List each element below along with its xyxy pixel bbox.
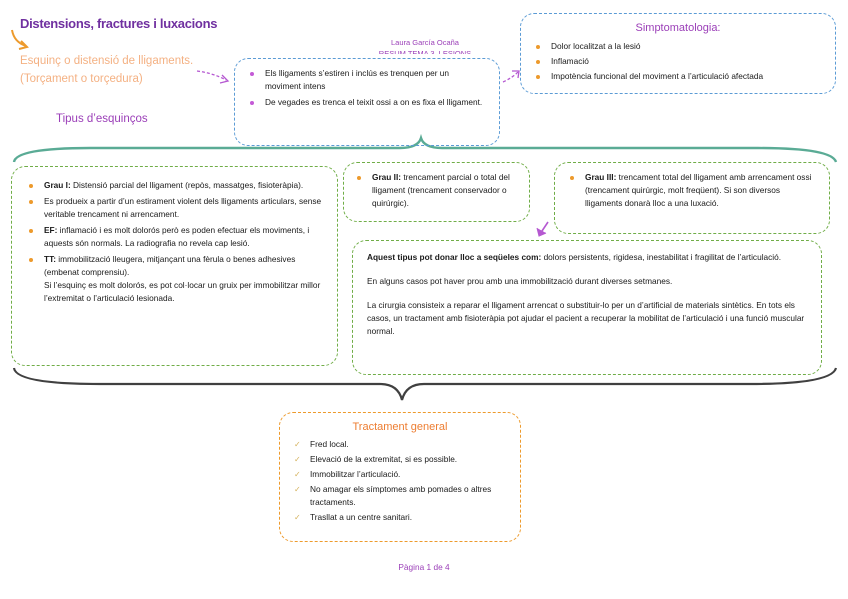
author-block: Laura García Ocaña RESUM TEMA 3. LESIONS — [350, 37, 500, 54]
list-item: ✓ Trasllat a un centre sanitari. — [294, 512, 413, 522]
check-icon: ✓ — [294, 485, 301, 494]
bullet-icon — [250, 101, 254, 105]
subtitle-line2: (Torçament o torçedura) — [20, 73, 143, 85]
bullet-icon — [250, 72, 254, 76]
sequeles-paragraph-2: En alguns casos pot haver prou amb una i… — [367, 276, 673, 286]
check-icon: ✓ — [294, 440, 301, 449]
page-number: Pàgina 1 de 4 — [398, 562, 450, 572]
bullet-icon — [29, 184, 33, 188]
arrowhead-sequeles — [536, 227, 547, 237]
tractament-box: Tractament general ✓ Fred local. ✓ Eleva… — [279, 412, 521, 542]
lligaments-box: Els lligaments s’estiren i inclús es tre… — [234, 58, 500, 146]
bullet-icon — [536, 45, 540, 49]
list-item: Els lligaments s’estiren i inclús es tre… — [247, 67, 487, 93]
list-item: ✓ Elevació de la extremitat, si es possi… — [294, 454, 458, 464]
bottom-brace — [12, 367, 838, 401]
ef-label: EF: — [44, 225, 58, 235]
arrow-to-lligaments — [196, 70, 227, 81]
title-arrowhead — [18, 40, 29, 50]
grau3-box: Grau III: trencament total del lligament… — [554, 162, 830, 234]
grau1-box: Grau I: Distensió parcial del lligament … — [11, 166, 338, 366]
bullet-icon — [536, 60, 540, 64]
page-title: Distensions, fractures i luxacions — [20, 16, 218, 31]
bullet-icon — [570, 176, 574, 180]
list-item: ✓ Immobilitzar l’articulació. — [294, 469, 401, 479]
sequeles-paragraph: Aquest tipus pot donar lloc a seqüeles c… — [367, 252, 782, 262]
list-item: ✓ Fred local. — [294, 439, 349, 449]
bullet-icon — [536, 75, 540, 79]
arrow-to-symptoms — [502, 71, 519, 83]
sequeles-paragraph-3: La cirurgia consisteix a reparar el llig… — [367, 300, 805, 336]
document-header: RESUM TEMA 3. LESIONS — [378, 49, 472, 54]
arrowhead-symptoms — [512, 70, 520, 79]
list-item: Grau III: trencament total del lligament… — [567, 171, 817, 210]
list-item: Inflamació — [533, 55, 823, 68]
simptomatologia-heading: Simptomatologia: — [635, 22, 721, 34]
grau3-label: Grau III: — [585, 172, 617, 182]
list-item: ✓ No amagar els símptomes amb pomades o … — [294, 484, 492, 507]
check-icon: ✓ — [294, 470, 301, 479]
top-brace — [12, 133, 838, 163]
list-item: TT: immobilització lleugera, mitjançant … — [26, 253, 323, 305]
sequeles-label: Aquest tipus pot donar lloc a seqüeles c… — [367, 252, 542, 262]
bullet-icon — [29, 258, 33, 262]
tt-label: TT: — [44, 254, 56, 264]
list-item: Dolor localitzat a la lesió — [533, 40, 823, 53]
list-item: Es produeix a partir d’un estirament vio… — [26, 195, 323, 221]
grau2-box: Grau II: trencament parcial o total del … — [343, 162, 530, 222]
grau2-label: Grau II: — [372, 172, 402, 182]
simptomatologia-box: Simptomatologia: Dolor localitzat a la l… — [520, 13, 836, 94]
bullet-icon — [357, 176, 361, 180]
author-name: Laura García Ocaña — [391, 38, 459, 47]
subtitle: Esquinç o distensió de lligaments. (Torç… — [20, 52, 193, 88]
list-item: EF: inflamació i es molt dolorós però es… — [26, 224, 323, 250]
tt-extra: Si l’esquinç es molt dolorós, es pot col… — [44, 280, 321, 303]
list-item: Impotència funcional del moviment a l’ar… — [533, 70, 823, 83]
tractament-heading: Tractament general — [352, 421, 448, 433]
arrowhead-lligaments — [219, 74, 230, 84]
list-item: De vegades es trenca el teixit ossi a on… — [247, 96, 487, 109]
list-item: Grau II: trencament parcial o total del … — [354, 171, 519, 210]
check-icon: ✓ — [294, 513, 301, 522]
bullet-icon — [29, 200, 33, 204]
subtitle-line1: Esquinç o distensió de lligaments. — [20, 55, 194, 67]
grau1-label: Grau I: — [44, 180, 71, 190]
tipus-heading: Tipus d’esquinços — [56, 113, 148, 125]
sequeles-box: Aquest tipus pot donar lloc a seqüeles c… — [352, 240, 822, 375]
check-icon: ✓ — [294, 455, 301, 464]
bullet-icon — [29, 229, 33, 233]
list-item: Grau I: Distensió parcial del lligament … — [26, 179, 323, 192]
